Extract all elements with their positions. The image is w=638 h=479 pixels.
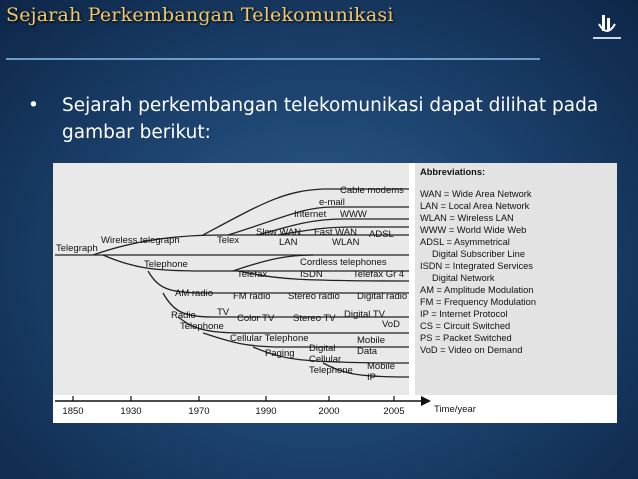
label-telefax-gr4: Telefax Gr 4: [353, 269, 404, 280]
abbr-line: VoD = Video on Demand: [420, 345, 522, 355]
label-wlan: WLAN: [332, 237, 360, 248]
label-digital-cellular-1: Digital: [309, 343, 335, 354]
abbr-line: ISDN = Integrated Services: [420, 261, 533, 271]
label-telex: Telex: [217, 235, 239, 246]
telecom-history-diagram: Telegraph Wireless telegraph Telex Telep…: [53, 163, 617, 417]
label-mobile-ip-1: Mobile: [367, 361, 395, 372]
abbr-line: ADSL = Asymmetrical: [420, 237, 510, 247]
label-digital-tv: Digital TV: [344, 309, 386, 320]
slide-title: Sejarah Perkembangan Telekomunikasi: [6, 4, 394, 26]
label-www: WWW: [340, 209, 367, 220]
label-cable-modems: Cable modems: [340, 185, 404, 196]
label-mobile-data-2: Data: [357, 346, 378, 357]
label-isdn: ISDN: [300, 269, 323, 280]
abbr-line: CS = Circuit Switched: [420, 321, 510, 331]
bullet-dot-icon: •: [28, 95, 39, 116]
label-am-radio: AM radio: [175, 288, 213, 299]
label-digital-radio: Digital radio: [357, 291, 407, 302]
time-axis: 1850 1930 1970 1990 2000 2005 Time/year: [55, 396, 476, 417]
tree-panel: [53, 163, 409, 395]
label-lan: LAN: [279, 237, 298, 248]
label-radio: Radio: [171, 310, 196, 321]
label-telegraph: Telegraph: [56, 243, 98, 254]
tick-label: 1850: [62, 406, 83, 417]
title-underline: [6, 58, 540, 60]
label-paging: Paging: [265, 348, 295, 359]
label-email: e-mail: [319, 197, 345, 208]
label-fast-wan: Fast WAN: [314, 227, 357, 238]
tick-label: 1970: [188, 406, 209, 417]
abbr-line: LAN = Local Area Network: [420, 201, 530, 211]
abbr-line: Digital Subscriber Line: [432, 249, 525, 259]
label-cellular-telephone: Cellular Telephone: [230, 333, 309, 344]
abbr-line: FM = Frequency Modulation: [420, 297, 536, 307]
bullet-text: Sejarah perkembangan telekomunikasi dapa…: [62, 95, 599, 143]
time-axis-label: Time/year: [434, 404, 476, 415]
label-digital-cellular-2: Cellular: [309, 354, 341, 365]
label-stereo-radio: Stereo radio: [288, 291, 340, 302]
tree-branches: [55, 188, 410, 378]
abbreviations-heading: Abbreviations:: [420, 167, 485, 177]
abbr-line: AM = Amplitude Modulation: [420, 285, 533, 295]
abbr-line: IP = Internet Protocol: [420, 309, 507, 319]
label-fm-radio: FM radio: [233, 291, 270, 302]
label-vod: VoD: [382, 319, 400, 330]
label-internet: Internet: [294, 209, 327, 220]
label-tv: TV: [217, 307, 230, 318]
telecom-history-figure: Telegraph Wireless telegraph Telex Telep…: [53, 163, 617, 423]
tick-label: 1990: [255, 406, 276, 417]
abbreviation-panel: [415, 163, 617, 395]
institution-logo: [593, 15, 621, 39]
abbr-line: WLAN = Wireless LAN: [420, 213, 514, 223]
tick-label: 1930: [120, 406, 141, 417]
label-mobile-ip-2: IP: [367, 372, 376, 383]
label-telephone: Telephone: [144, 259, 188, 270]
label-wireless-telegraph: Wireless telegraph: [101, 235, 180, 246]
tick-label: 2005: [383, 406, 404, 417]
abbr-line: WAN = Wide Area Network: [420, 189, 532, 199]
label-mobile-data-1: Mobile: [357, 335, 385, 346]
label-color-tv: Color TV: [237, 313, 275, 324]
label-adsl: ADSL: [369, 229, 394, 240]
tick-label: 2000: [318, 406, 339, 417]
label-cordless: Cordless telephones: [300, 257, 387, 268]
abbr-line: PS = Packet Switched: [420, 333, 512, 343]
abbr-line: WWW = World Wide Web: [420, 225, 526, 235]
abbr-line: Digital Network: [432, 273, 495, 283]
label-digital-cellular-3: Telephone: [309, 365, 353, 376]
label-slow-wan: Slow WAN: [256, 227, 301, 238]
label-telephone-radio: Telephone: [180, 321, 224, 332]
label-stereo-tv: Stereo TV: [293, 313, 336, 324]
label-telefax: Telefax: [237, 269, 267, 280]
